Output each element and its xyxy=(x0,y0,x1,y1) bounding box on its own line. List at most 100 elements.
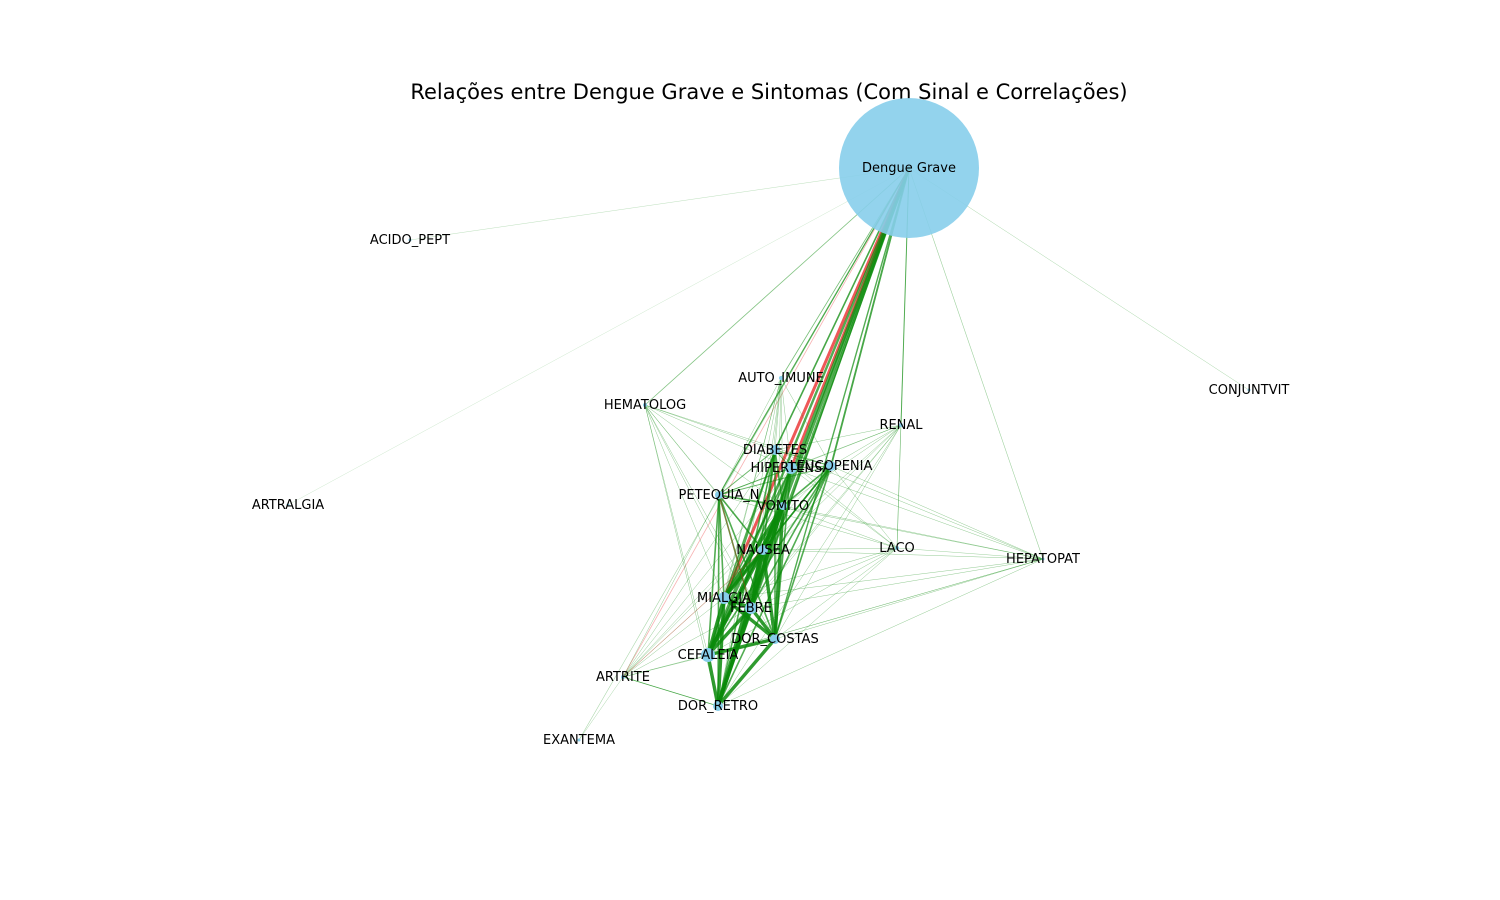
edge-petequia_n-cefaleia xyxy=(707,494,720,656)
edge-cefaleia-dor_costas xyxy=(706,637,777,657)
edge-petequia_n-dor_retro xyxy=(717,494,720,707)
node-label-leucopenia: LEUCOPENIA xyxy=(790,459,873,474)
edge-hematolog-febre xyxy=(644,404,752,609)
edge-artrite-febre xyxy=(622,607,752,678)
node-vomito xyxy=(779,502,787,510)
edge-renal-cefaleia xyxy=(707,424,902,656)
edge-diabetes-dor_retro xyxy=(717,449,776,707)
edge-artrite-cefaleia xyxy=(622,654,709,678)
node-cefaleia xyxy=(701,648,715,662)
edge-renal-nausea xyxy=(762,424,902,551)
edge-artrite-hipertensa xyxy=(622,467,792,678)
edge-hipertensa-cefaleia xyxy=(707,467,792,656)
edge-mialgia-dor_costas xyxy=(722,596,777,641)
edge-hepatopat-petequia_n xyxy=(718,494,1044,560)
edge-nausea-dor_costas xyxy=(761,548,777,641)
edge-hematolog-petequia_n xyxy=(644,404,720,496)
edge-hepatopat-cefaleia xyxy=(707,558,1044,656)
edge-laco-hepatopat xyxy=(896,547,1044,560)
edge-laco-cefaleia xyxy=(707,547,898,656)
edge-leucopenia-dor_retro xyxy=(717,465,832,707)
edge-petequia_n-febre xyxy=(718,494,752,609)
edge-auto_imune-mialgia xyxy=(723,377,782,599)
node-hipertensa xyxy=(785,462,797,474)
edge-laco-febre xyxy=(750,547,898,609)
edge-leucopenia-petequia_n xyxy=(718,465,832,496)
edge-artrite-exantema xyxy=(578,676,624,741)
edge-renal-petequia_n xyxy=(718,424,902,496)
node-label-conjuntvit: CONJUNTVIT xyxy=(1209,383,1290,398)
edge-hematolog-mialgia xyxy=(644,404,725,599)
edge-hepatopat-leucopenia xyxy=(830,465,1044,560)
edge-laco-dor_retro xyxy=(717,547,898,707)
edge-hipertensa-dor_costas xyxy=(774,467,792,640)
edge-petequia_n-dor_costas xyxy=(718,494,776,640)
edge-hematolog-cefaleia xyxy=(644,404,709,656)
node-artrite xyxy=(621,675,625,679)
node-label-hipertensa: HIPERTENSA xyxy=(750,461,831,476)
edge-dengue_grave-exantema xyxy=(578,167,910,741)
edge-petequia_n-nausea xyxy=(718,494,764,551)
edge-dengue_grave-artralgia xyxy=(287,167,910,506)
edge-laco-nausea xyxy=(762,547,898,551)
edge-laco-hipertensa xyxy=(790,467,898,549)
node-label-hematolog: HEMATOLOG xyxy=(604,398,686,413)
edge-hepatopat-febre xyxy=(750,558,1044,609)
edge-auto_imune-nausea xyxy=(762,377,782,551)
node-label-exantema: EXANTEMA xyxy=(543,733,615,748)
node-renal xyxy=(899,423,903,427)
edge-leucopenia-cefaleia xyxy=(707,465,832,656)
edge-dengue_grave-acido_pept xyxy=(409,167,910,241)
edge-hepatopat-hipertensa xyxy=(790,467,1044,560)
edge-hepatopat-vomito xyxy=(782,505,1044,560)
edge-hepatopat-dor_costas xyxy=(774,558,1044,640)
edge-febre-cefaleia xyxy=(706,606,753,657)
node-label-renal: RENAL xyxy=(879,418,923,433)
edge-renal-diabetes xyxy=(774,424,902,451)
edge-artrite-diabetes xyxy=(622,449,776,678)
edge-leucopenia-vomito xyxy=(782,465,832,507)
node-label-dor-retro: DOR_RETRO xyxy=(678,699,758,714)
edge-hematolog-nausea xyxy=(644,404,764,551)
edge-artrite-vomito xyxy=(622,505,784,678)
edge-hematolog-leucopenia xyxy=(644,404,832,467)
node-febre xyxy=(745,602,757,614)
node-label-artrite: ARTRITE xyxy=(596,670,650,685)
edge-petequia_n-febre xyxy=(718,494,752,609)
node-exantema xyxy=(577,738,581,742)
edge-artrite-dor_costas xyxy=(622,638,776,678)
edge-hipertensa-leucopenia xyxy=(790,465,832,469)
node-diabetes xyxy=(770,445,780,455)
edge-hepatopat-diabetes xyxy=(774,449,1044,560)
edge-renal-dor_retro xyxy=(717,424,902,707)
node-dor-retro xyxy=(713,701,723,711)
edge-auto_imune-leucopenia xyxy=(780,377,832,467)
edge-leucopenia-dor_costas xyxy=(774,465,832,640)
edge-hepatopat-mialgia xyxy=(723,558,1044,599)
edge-artrite-nausea xyxy=(622,549,764,678)
node-label-acido-pept: ACIDO_PEPT xyxy=(370,233,450,248)
edge-hepatopat-nausea xyxy=(762,549,1044,560)
node-label-mialgia: MIALGIA xyxy=(697,591,751,606)
edge-artrite-mialgia xyxy=(622,597,725,678)
node-label-vomito: VOMITO xyxy=(757,499,809,514)
edge-renal-mialgia xyxy=(723,424,902,599)
node-artralgia xyxy=(286,503,290,507)
edge-hematolog-vomito xyxy=(644,404,784,507)
edge-auto_imune-hipertensa xyxy=(780,377,792,469)
node-hepatopat xyxy=(1041,557,1045,561)
edge-petequia_n-mialgia xyxy=(718,494,725,599)
edge-hipertensa-mialgia xyxy=(723,467,792,599)
node-auto-imune xyxy=(779,376,783,380)
edge-auto_imune-dor_costas xyxy=(774,377,782,640)
edge-diabetes-leucopenia xyxy=(774,449,832,467)
edge-renal-vomito xyxy=(782,424,902,507)
node-laco xyxy=(895,546,899,550)
edge-artrite-nausea xyxy=(622,549,764,678)
edge-hepatopat-dor_retro xyxy=(717,558,1044,707)
node-label-diabetes: DIABETES xyxy=(743,443,807,458)
edge-hepatopat-cefaleia xyxy=(707,558,1044,656)
edge-laco-petequia_n xyxy=(718,494,898,549)
nodes-layer: ACIDO_PEPTCONJUNTVITAUTO_IMUNEHEMATOLOGR… xyxy=(252,233,1290,748)
node-leucopenia xyxy=(826,461,836,471)
